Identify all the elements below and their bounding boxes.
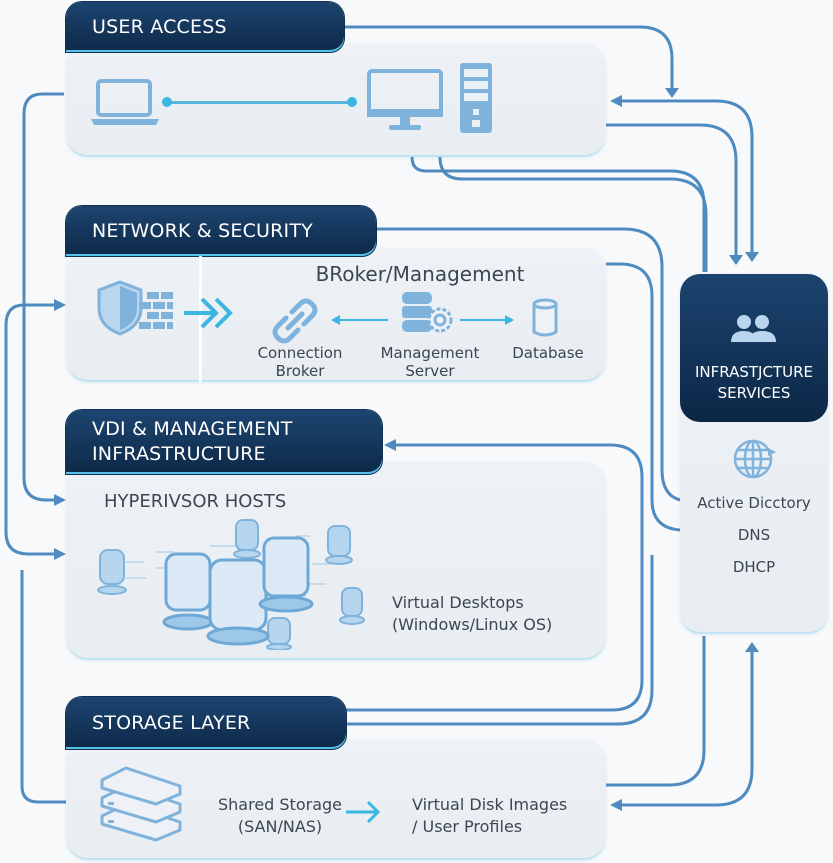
broker-management-title: BRoker/Management xyxy=(315,262,525,286)
arrowhead xyxy=(729,255,743,265)
arrowhead xyxy=(610,95,622,107)
connection-dot xyxy=(162,97,172,107)
monitor-icon xyxy=(367,69,443,130)
connection-dot xyxy=(347,97,357,107)
arrowhead xyxy=(54,494,66,506)
storage-title: STORAGE LAYER xyxy=(92,712,251,734)
arrowhead xyxy=(54,548,66,560)
arrow-right-icon xyxy=(346,800,381,824)
desktop-tower-icon xyxy=(460,63,492,133)
service-active-directory: Active Dicctory xyxy=(697,494,811,512)
connector-left-ns-vdi xyxy=(4,303,56,556)
network-security-header: NETWORK & SECURITY xyxy=(66,206,376,256)
firewall-icon xyxy=(139,292,173,329)
section-divider xyxy=(199,256,202,382)
hypervisor-hosts-title: HYPERIVSOR HOSTS xyxy=(104,491,287,512)
storage-stack-icon xyxy=(100,766,182,842)
virtual-desktops-label: Virtual Desktops (Windows/Linux OS) xyxy=(392,593,553,634)
connector-ua-to-infra xyxy=(606,123,738,256)
connector-storage-infra xyxy=(618,650,754,807)
connector-infra-to-ua xyxy=(620,99,754,252)
network-security-title: NETWORK & SECURITY xyxy=(92,220,313,242)
connection-line xyxy=(168,101,354,104)
connector-ns-2 xyxy=(606,262,681,532)
service-dns: DNS xyxy=(737,526,771,544)
arrowhead xyxy=(384,439,396,451)
connector-left-ua-vdi xyxy=(22,92,64,502)
connector-left-storage xyxy=(20,570,66,804)
arrowhead xyxy=(665,88,679,98)
storage-header: STORAGE LAYER xyxy=(66,697,346,749)
management-server-label: Management Server xyxy=(380,344,480,380)
arrowhead xyxy=(745,642,759,652)
users-icon xyxy=(731,315,776,342)
double-chevron-right-icon xyxy=(184,297,233,329)
hypervisor-cluster-icon xyxy=(97,519,365,650)
laptop-icon xyxy=(91,79,159,125)
vdi-header: VDI & MANAGEMENT INFRASTRUCTURE xyxy=(66,410,382,474)
database-label: Database xyxy=(512,344,584,362)
arrowhead xyxy=(610,799,622,811)
infrastructure-services-header: INFRASTJCTURE SERVICES xyxy=(680,274,828,422)
connector-infra-storage xyxy=(606,636,706,787)
shared-storage-label: Shared Storage (SAN/NAS) xyxy=(217,795,342,836)
database-icon xyxy=(532,298,558,337)
link-icon xyxy=(272,298,318,344)
infrastructure-services-title: INFRASTJCTURE SERVICES xyxy=(695,363,813,402)
vdi-title-line1: VDI & MANAGEMENT xyxy=(92,418,293,440)
arrowhead xyxy=(54,299,66,311)
virtual-disk-images-label: Virtual Disk Images / User Profiles xyxy=(412,795,568,836)
service-dhcp: DHCP xyxy=(732,558,776,576)
user-access-header: USER ACCESS xyxy=(66,2,344,52)
shield-icon xyxy=(97,280,143,336)
user-access-title: USER ACCESS xyxy=(92,16,227,38)
arrowhead xyxy=(505,315,514,325)
connection-broker-label: Connection Broker xyxy=(257,344,343,380)
vdi-title-line2: INFRASTRUCTURE xyxy=(92,443,266,465)
arrowhead xyxy=(745,252,759,262)
globe-icon xyxy=(733,439,776,479)
server-gear-icon xyxy=(402,292,453,333)
arrow-broker-left xyxy=(338,319,388,321)
arrow-db-right xyxy=(460,319,506,321)
arrowhead xyxy=(331,315,340,325)
